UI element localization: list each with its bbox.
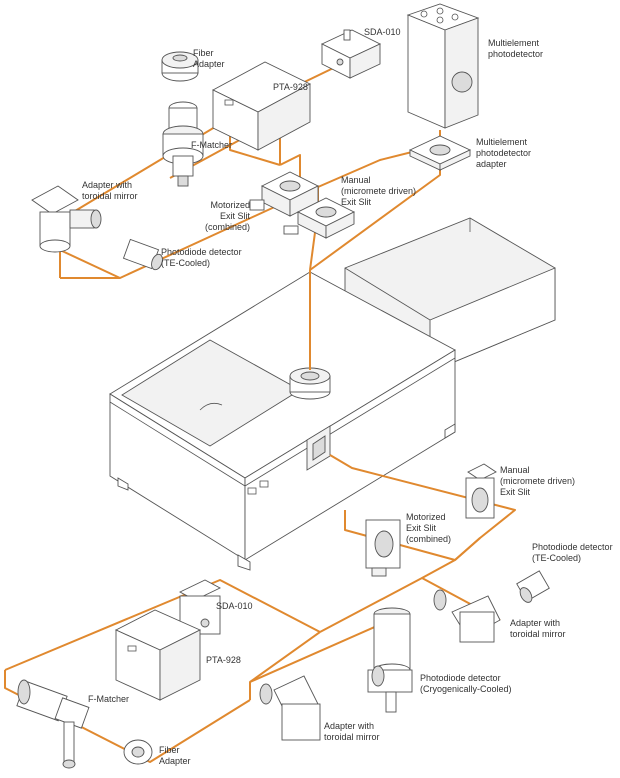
adapter-toroidal-top-device xyxy=(31,185,102,253)
motorized-exit-slit-top-device xyxy=(249,171,320,217)
label-fiber-adapter-top: Fiber Adapter xyxy=(193,48,225,69)
spectrometer-body xyxy=(109,217,556,571)
label-f-matcher-top: F-Matcher xyxy=(191,140,233,150)
label-manual-exit-slit-right: Manual (micromete driven) Exit Slit xyxy=(500,465,576,497)
label-sda-010-top: SDA-010 xyxy=(364,27,401,37)
label-pta-928-top: PTA-928 xyxy=(273,82,308,92)
photodiode-cryo-device xyxy=(367,607,413,713)
fiber-adapter-top-device xyxy=(161,51,199,82)
fiber-adapter-bottom-device xyxy=(123,739,153,765)
motorized-exit-slit-right-device xyxy=(365,519,401,577)
sda-010-top-device xyxy=(320,29,382,79)
label-adapter-toroidal-bottom: Adapter with toroidal mirror xyxy=(324,721,380,742)
label-adapter-toroidal-right: Adapter with toroidal mirror xyxy=(510,618,566,639)
label-fiber-adapter-bottom: Fiber Adapter xyxy=(159,745,191,766)
label-multielement-photodetector: Multielement photodetector xyxy=(488,38,544,59)
pta-928-top-device xyxy=(212,61,311,151)
photodiode-te-top-device xyxy=(122,238,163,271)
label-f-matcher-bottom: F-Matcher xyxy=(88,694,130,704)
multielement-adapter-device xyxy=(408,135,472,171)
adapter-toroidal-bottom-device xyxy=(259,675,321,741)
adapter-toroidal-right-device xyxy=(433,589,501,643)
label-photodiode-cryo: Photodiode detector (Cryogenically-Coole… xyxy=(420,673,512,694)
f-matcher-bottom-device xyxy=(16,679,90,769)
manual-exit-slit-top-device xyxy=(283,197,356,239)
manual-exit-slit-right-device xyxy=(465,463,497,519)
label-multielement-adapter: Multielement photodetector adapter xyxy=(476,137,532,169)
label-sda-010-bottom: SDA-010 xyxy=(216,601,253,611)
photodiode-te-right-device xyxy=(516,570,550,603)
label-manual-exit-slit-top: Manual (micromete driven) Exit Slit xyxy=(341,175,417,207)
label-motorized-exit-slit-top: Motorized Exit Slit (combined) xyxy=(205,200,251,232)
multielement-photodetector-device xyxy=(406,3,480,129)
label-photodiode-te-right: Photodiode detector (TE-Cooled) xyxy=(532,542,613,563)
label-photodiode-te-top: Photodiode detector (TE-Cooled) xyxy=(161,247,242,268)
pta-928-bottom-device xyxy=(114,609,202,701)
label-pta-928-bottom: PTA-928 xyxy=(206,655,241,665)
f-matcher-top-device xyxy=(162,101,204,187)
label-adapter-toroidal-top: Adapter with toroidal mirror xyxy=(82,180,138,201)
label-motorized-exit-slit-right: Motorized Exit Slit (combined) xyxy=(406,512,452,544)
